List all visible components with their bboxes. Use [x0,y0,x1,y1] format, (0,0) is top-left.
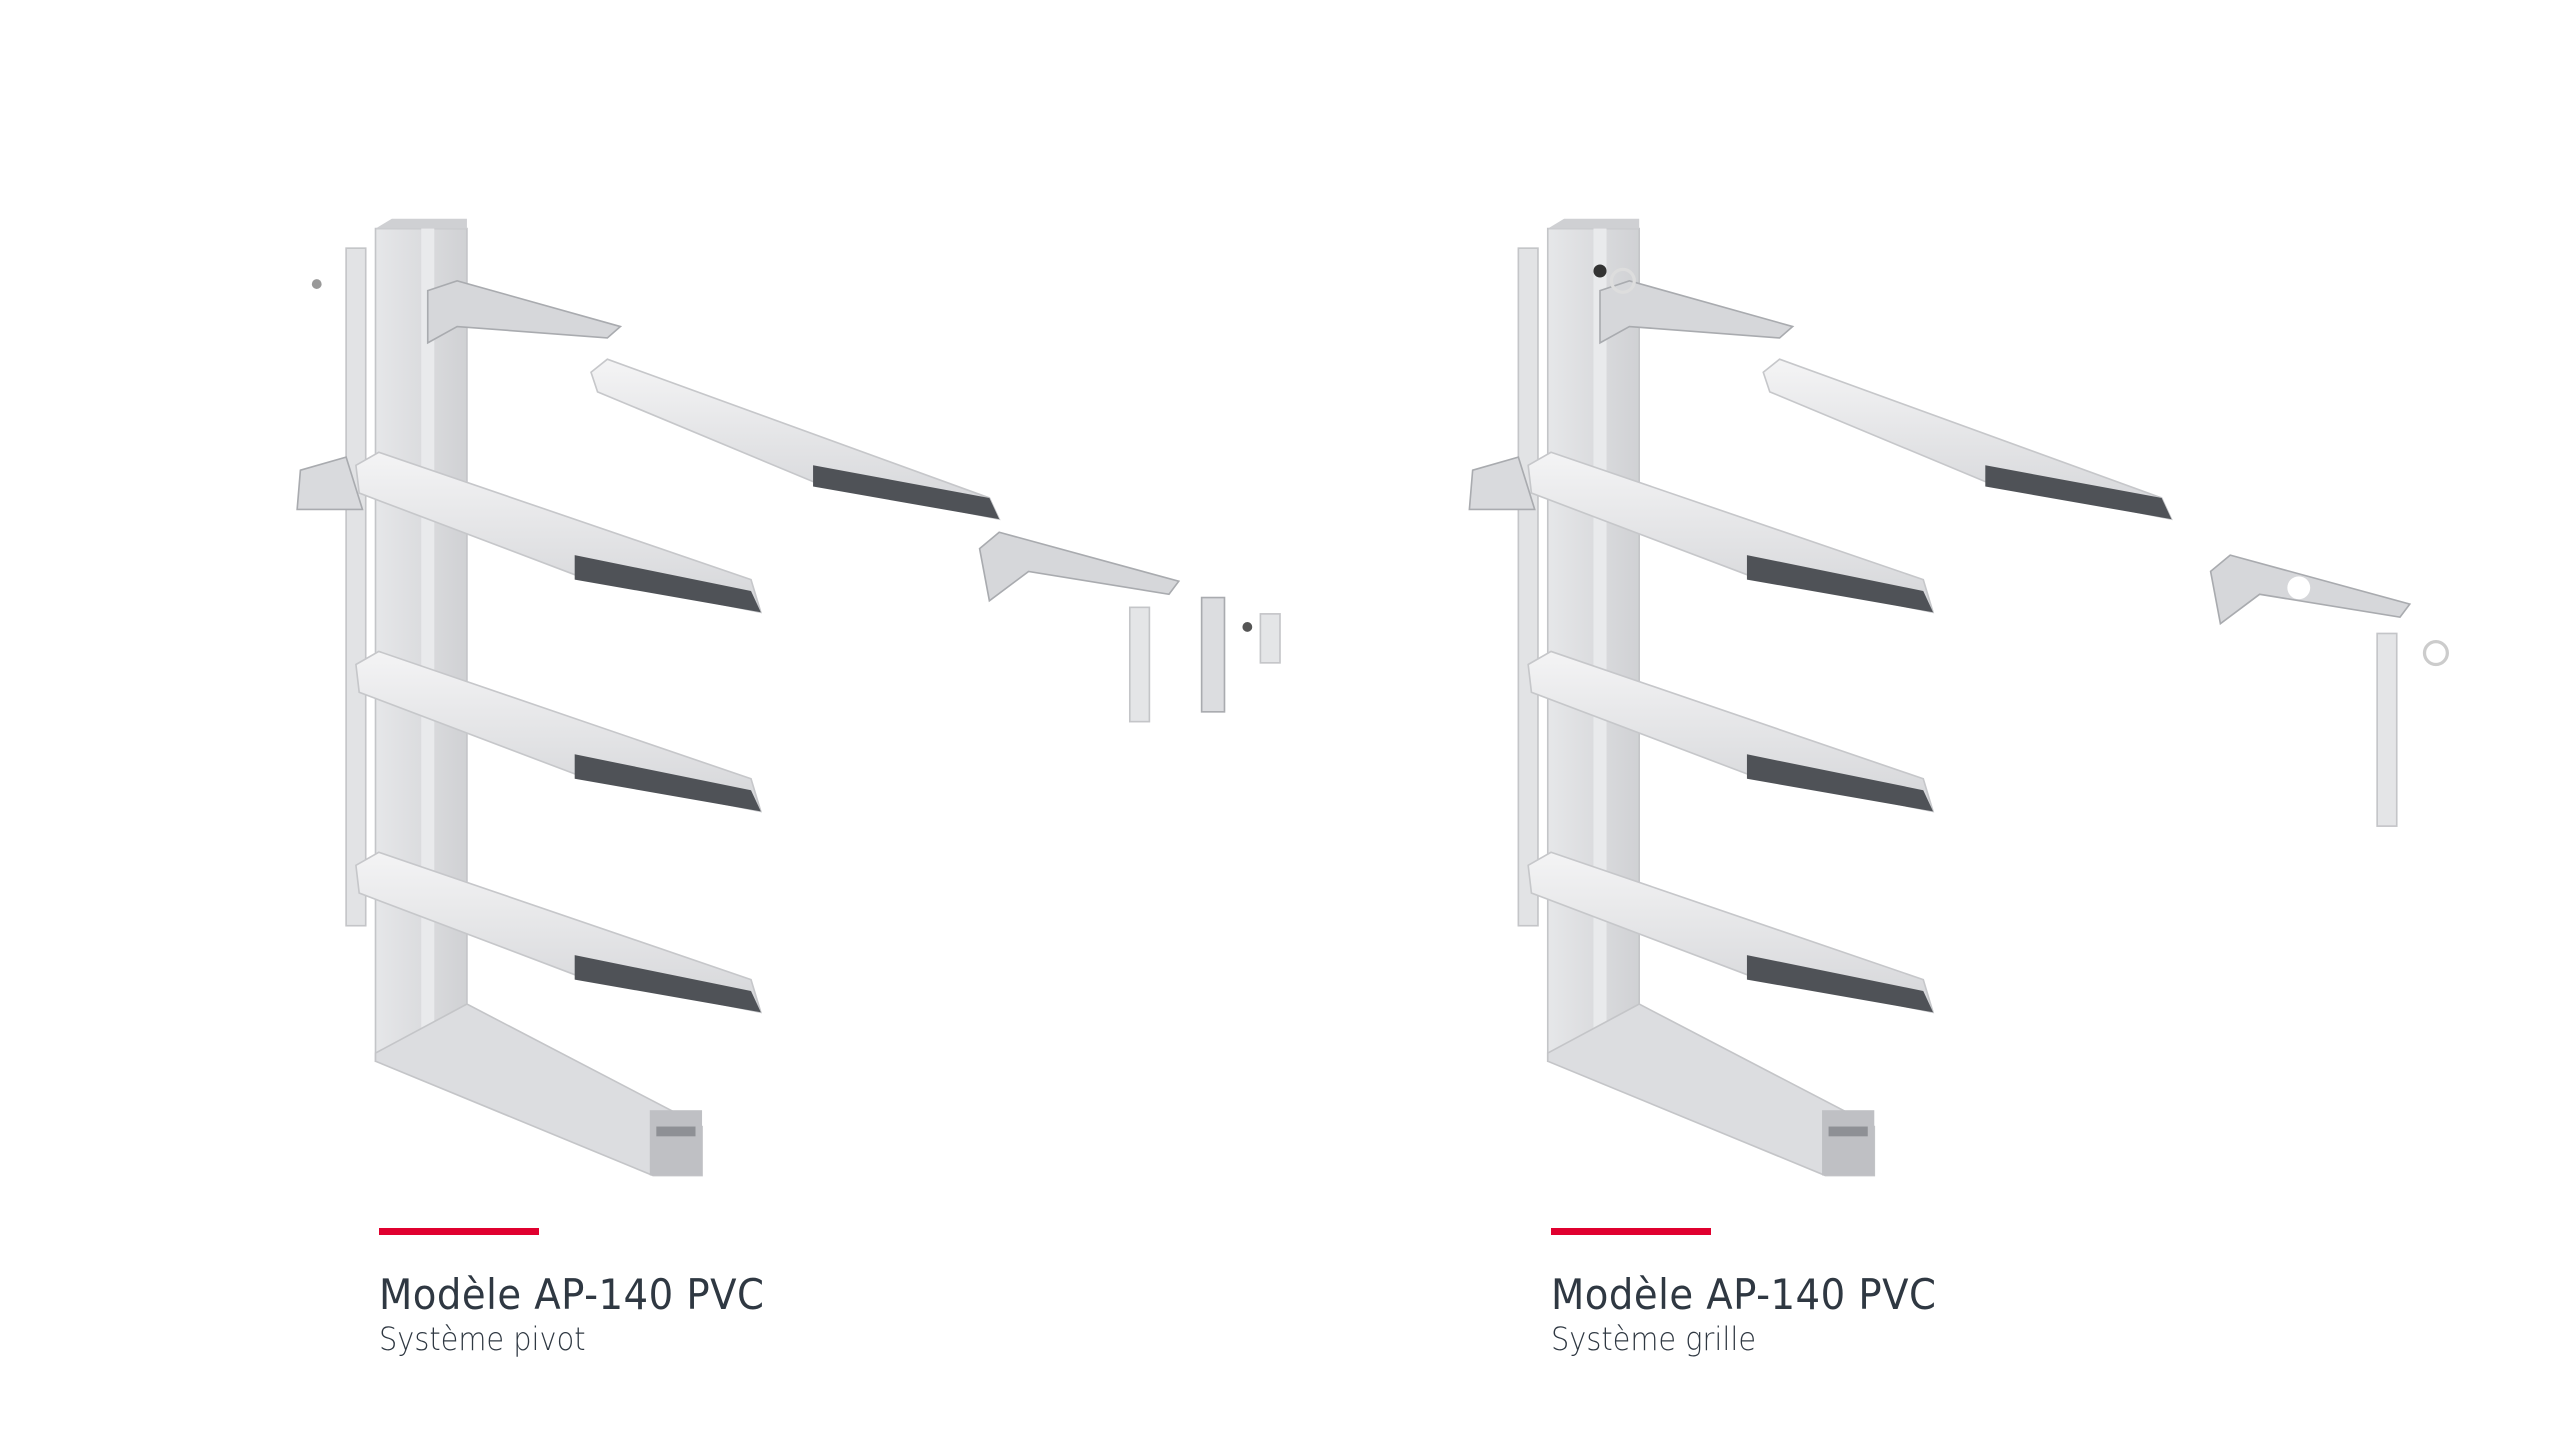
grille-system-illustration [1468,217,2449,1177]
product-caption-grille: Modèle AP-140 PVC Système grille [1551,1228,1970,1359]
product-title: Modèle AP-140 PVC [379,1270,765,1319]
product-subtitle: Système grille [1551,1320,1757,1358]
product-subtitle: Système pivot [379,1320,586,1358]
accent-bar [379,1228,539,1235]
product-title: Modèle AP-140 PVC [1551,1270,1937,1319]
pivot-system-illustration [296,217,1281,1177]
product-caption-pivot: Modèle AP-140 PVC Système pivot [379,1228,798,1359]
accent-bar [1551,1228,1711,1235]
